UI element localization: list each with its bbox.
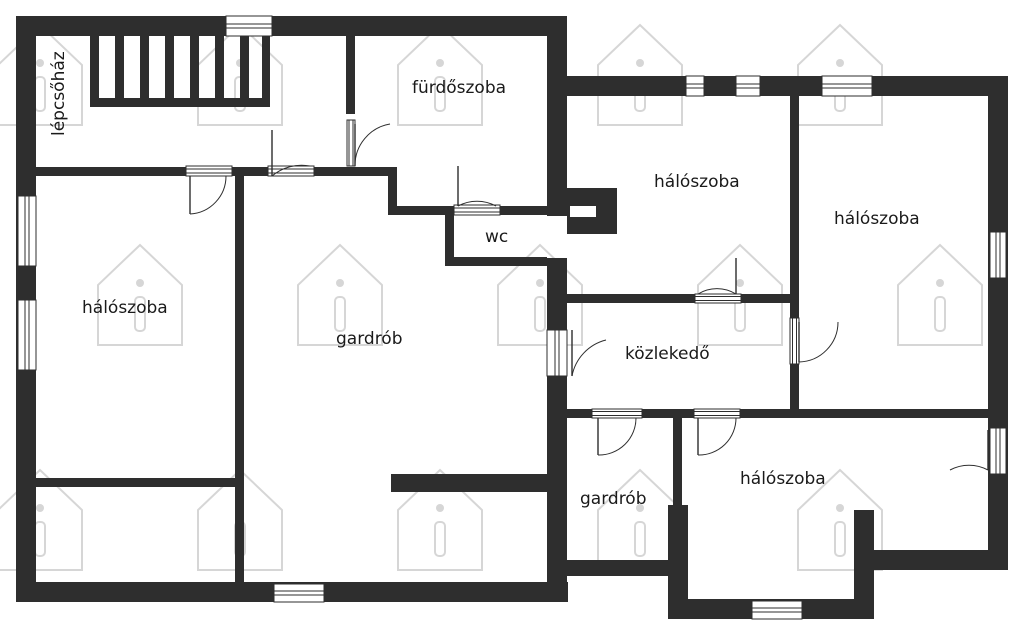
house-info-icon: [397, 23, 483, 126]
wall-left-block-right-lower: [547, 258, 567, 602]
window: [591, 408, 643, 419]
wall-stair-bath: [346, 36, 355, 114]
window: [273, 583, 325, 603]
wall-bed-bottom: [36, 478, 244, 487]
doors: [189, 123, 989, 471]
stair-frame-right: [262, 36, 270, 107]
house-info-icon: [297, 243, 383, 346]
stair-step-2: [140, 36, 149, 98]
door: [697, 417, 737, 456]
window: [17, 195, 37, 267]
chimney-hole: [570, 206, 596, 217]
stair-frame-left: [90, 36, 99, 107]
window: [546, 329, 568, 377]
door: [697, 258, 737, 295]
door: [597, 417, 637, 456]
wall-bed-bed: [790, 96, 799, 416]
label-wardrobe-large: gardrób: [336, 329, 403, 349]
window: [989, 231, 1007, 279]
house-info-icon: [97, 243, 183, 346]
house-info-icon: [0, 23, 83, 126]
window: [694, 293, 742, 304]
stair-step-3: [165, 36, 174, 98]
window: [789, 317, 800, 365]
stair-step-5: [215, 36, 224, 98]
label-bedroom-center: hálószoba: [654, 172, 740, 192]
window: [821, 75, 873, 97]
wall-wardrobe-bottom: [567, 560, 688, 576]
door: [271, 130, 311, 177]
wall-left-block-right-upper: [547, 16, 567, 216]
window: [17, 299, 37, 371]
wall-bay-right: [854, 510, 874, 619]
house-info-icon: [897, 243, 983, 346]
wall-gardrob-small-right: [673, 418, 682, 518]
door: [949, 430, 989, 471]
room-labels: lépcsőház fürdőszoba wc hálószoba hálósz…: [49, 51, 920, 509]
wall-wc-bottom: [445, 257, 547, 266]
wall-gardrob-stub: [391, 474, 547, 492]
window: [735, 75, 761, 97]
door: [457, 166, 497, 207]
door: [571, 330, 607, 377]
wall-bath-step-v: [388, 167, 397, 215]
label-wardrobe-small: gardrób: [580, 489, 647, 509]
wall-bed-gardrob: [235, 167, 244, 582]
label-bedroom-bottom: hálószoba: [740, 469, 826, 489]
window: [267, 165, 315, 177]
wall-hall-top: [567, 294, 799, 303]
wall-wc-left: [445, 206, 454, 266]
stair-step-4: [190, 36, 199, 98]
window: [185, 165, 233, 177]
window: [685, 75, 705, 97]
window: [693, 408, 741, 419]
house-info-icon: [797, 23, 883, 126]
window: [453, 204, 501, 216]
label-hallway: közlekedő: [625, 344, 710, 364]
windows: [17, 15, 1007, 620]
wall-right: [988, 76, 1008, 570]
window: [346, 119, 356, 167]
window: [751, 600, 803, 620]
wall-top-right: [567, 76, 1008, 96]
label-bedroom-left: hálószoba: [82, 298, 168, 318]
label-wc: wc: [485, 227, 508, 247]
wall-bottom-right: [870, 550, 1008, 570]
label-stairwell: lépcsőház: [49, 51, 69, 136]
window: [225, 15, 273, 37]
door: [189, 175, 227, 215]
stair-step-6: [240, 36, 249, 98]
stair-frame-bottom: [90, 98, 270, 107]
label-bathroom: fürdőszoba: [412, 78, 506, 98]
door: [354, 123, 391, 167]
wall-top-left: [16, 16, 567, 36]
stair-step-1: [115, 36, 124, 98]
house-info-icon: [597, 23, 683, 126]
staircase: [90, 36, 270, 107]
wall-hall-bottom: [567, 409, 988, 418]
window: [989, 427, 1007, 475]
label-bedroom-right: hálószoba: [834, 209, 920, 229]
door: [798, 321, 839, 363]
